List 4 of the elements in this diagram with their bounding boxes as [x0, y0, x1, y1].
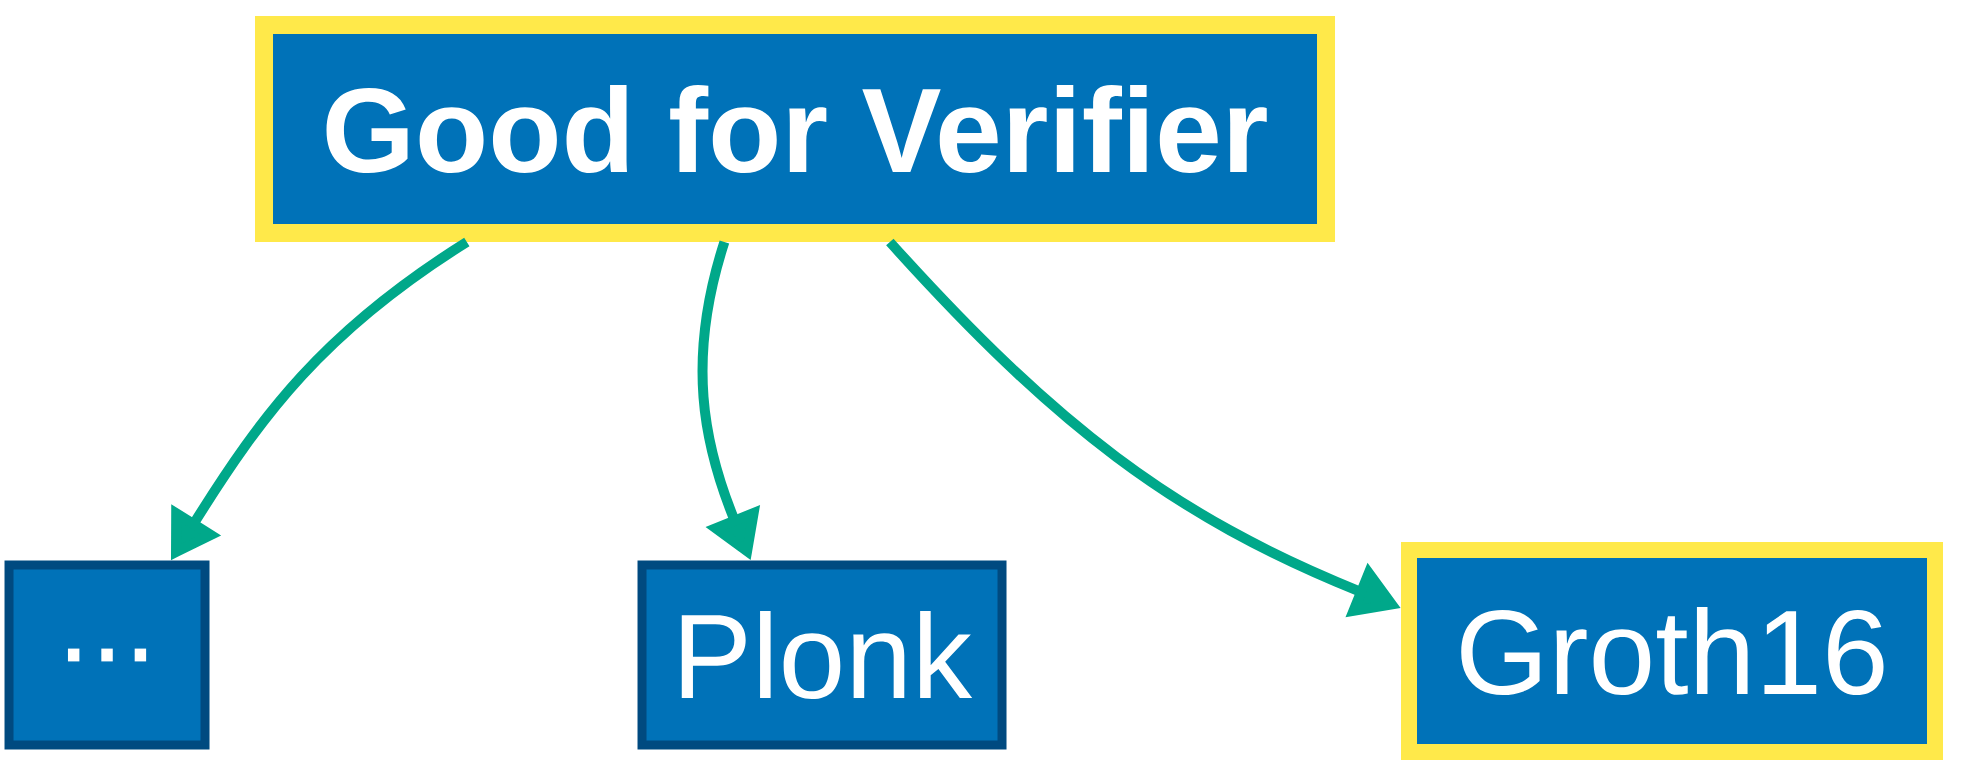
- process-box: ...: [4, 560, 210, 750]
- heading-box: Good for Verifier: [255, 16, 1335, 242]
- process-box: Groth16: [1401, 542, 1943, 760]
- process-box: Plonk: [637, 560, 1007, 750]
